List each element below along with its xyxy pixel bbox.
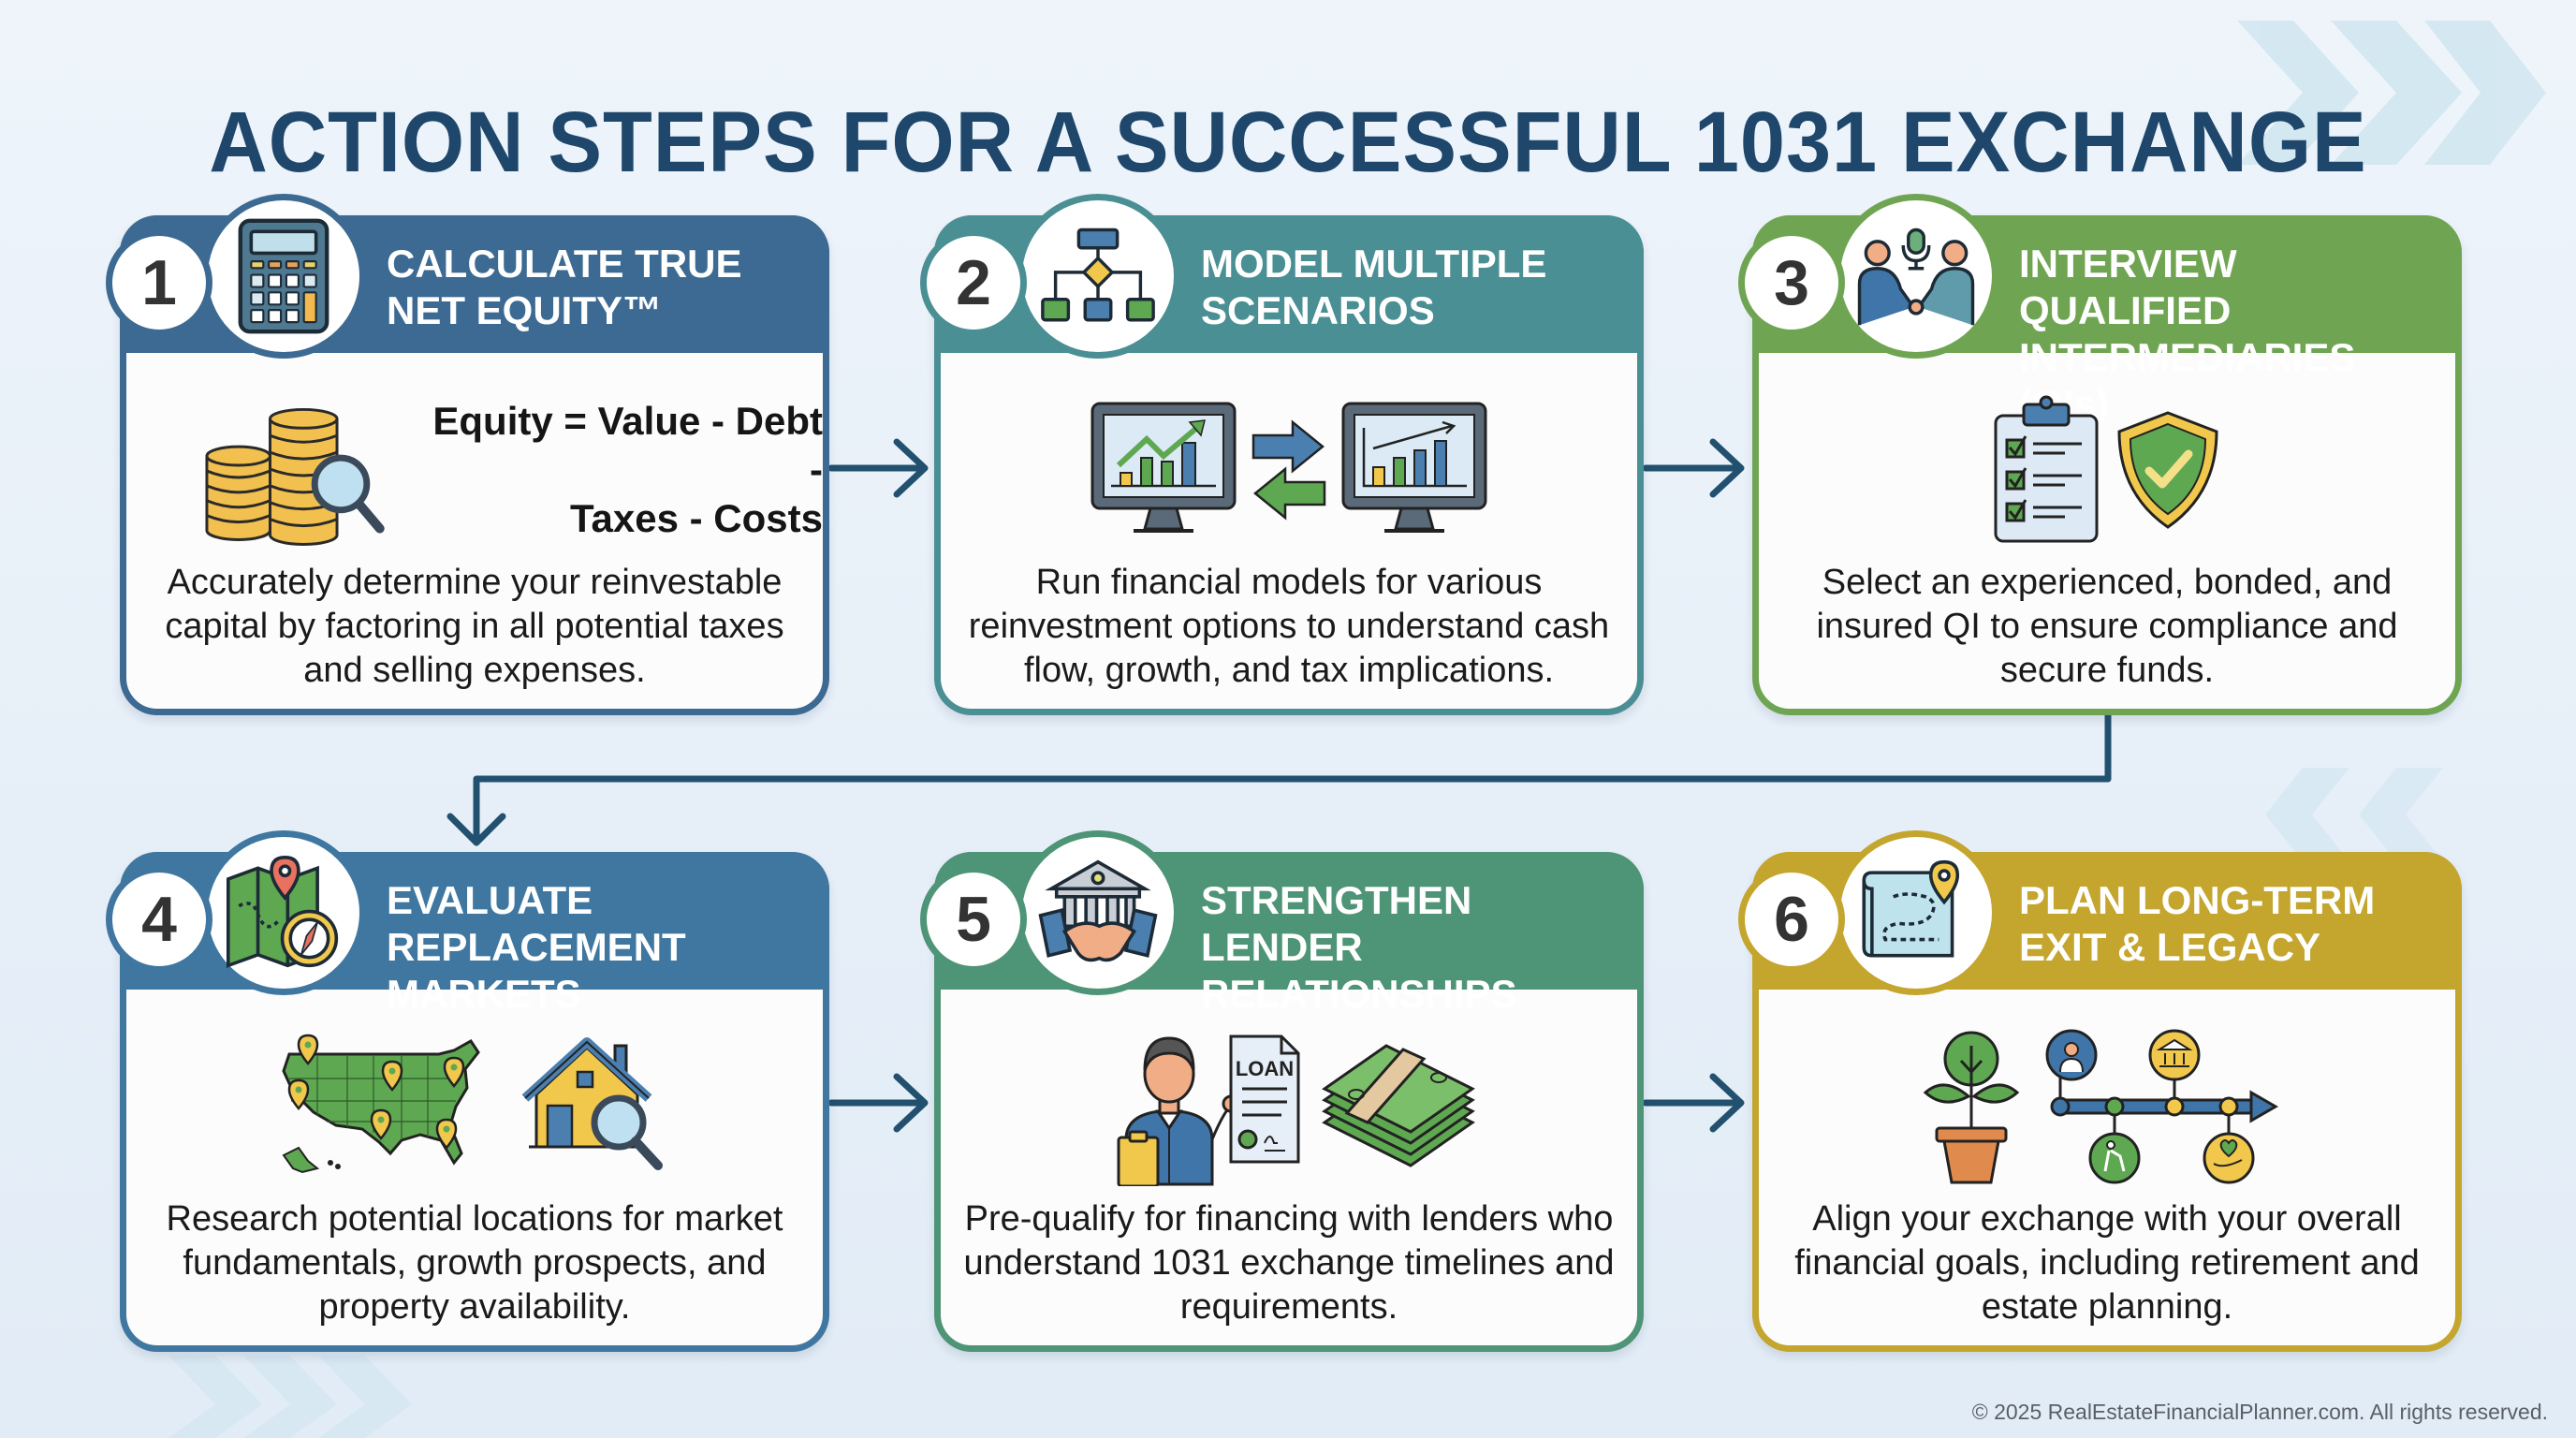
arrow-4-to-5 xyxy=(827,1073,929,1133)
step-card-4: 4 EVALUATE REPLACEMENT MARKETS xyxy=(106,830,829,1352)
step-description: Align your exchange with your overall fi… xyxy=(1794,1199,2420,1327)
loan-label: LOAN xyxy=(1236,1057,1294,1080)
calculator-icon xyxy=(201,194,366,359)
shield-check-icon xyxy=(2117,411,2218,529)
coin-stacks-magnifier-icon xyxy=(205,407,385,546)
copyright-footer: © 2025 RealEstateFinancialPlanner.com. A… xyxy=(1971,1400,2548,1424)
plant-pot-icon xyxy=(1923,1031,2020,1184)
monitor-chart-icon xyxy=(1341,402,1487,533)
monitor-chart-icon xyxy=(1090,402,1237,533)
step-number: 4 xyxy=(106,866,212,973)
step-title: MODEL MULTIPLE SCENARIOS xyxy=(1201,241,1628,334)
step-title-line-1: CALCULATE TRUE xyxy=(387,242,742,286)
step-title: INTERVIEW QUALIFIED INTERMEDIARIES (QIs) xyxy=(2019,241,2446,428)
step-title-line-1: EVALUATE xyxy=(387,878,593,922)
arrow-5-to-6 xyxy=(1642,1073,1745,1133)
step-title: CALCULATE TRUE NET EQUITY™ xyxy=(387,241,813,334)
step-title-line-2: NET EQUITY™ xyxy=(387,288,663,332)
swap-arrows-icon xyxy=(1251,419,1326,521)
step-illustration xyxy=(941,376,1637,564)
checklist-clipboard-icon xyxy=(1994,395,2099,543)
step-description: Research potential locations for market … xyxy=(166,1199,783,1327)
step-number: 2 xyxy=(920,229,1027,336)
route-map-icon xyxy=(1834,830,1998,995)
step-card-5: 5 STRENGTHEN LENDER RELATIONSHIPS xyxy=(920,830,1644,1352)
step-description: Select an experienced, bonded, and insur… xyxy=(1816,563,2398,690)
us-map-pins-icon xyxy=(282,1034,480,1174)
step-title-line-2: SCENARIOS xyxy=(1201,288,1435,332)
step-title-line-1: MODEL MULTIPLE xyxy=(1201,242,1547,286)
step-title-line-2: EXIT & LEGACY xyxy=(2019,925,2321,969)
step-title: PLAN LONG-TERM EXIT & LEGACY xyxy=(2019,877,2446,971)
step-card-2: 2 MODEL MULTIPLE SCENARIOS xyxy=(920,194,1644,715)
cash-stack-icon xyxy=(1322,1044,1475,1167)
lender-with-loan-document-icon: LOAN xyxy=(1117,1034,1300,1186)
step-illustration xyxy=(1759,1013,2455,1200)
step-illustration xyxy=(1759,376,2455,564)
house-magnifier-icon xyxy=(521,1037,663,1170)
step-number: 3 xyxy=(1738,229,1845,336)
step-number: 5 xyxy=(920,866,1027,973)
flowchart-icon xyxy=(1016,194,1180,359)
arrow-3-to-4 xyxy=(446,712,2112,846)
step-card-6: 6 PLAN LONG-TERM EXIT & LEGACY xyxy=(1738,830,2462,1352)
step-title-line-1: INTERVIEW QUALIFIED xyxy=(2019,242,2237,332)
page-title: ACTION STEPS FOR A SUCCESSFUL 1031 EXCHA… xyxy=(209,94,2367,190)
step-illustration: Equity = Value - Debt - Taxes - Costs xyxy=(126,376,823,564)
step-title-line-1: PLAN LONG-TERM xyxy=(2019,878,2376,922)
bank-handshake-icon xyxy=(1016,830,1180,995)
handshake-interview-icon xyxy=(1834,194,1998,359)
equity-formula: Equity = Value - Debt - Taxes - Costs xyxy=(412,397,823,543)
step-description: Pre-qualify for financing with lenders w… xyxy=(963,1199,1615,1327)
step-title-line-2: REPLACEMENT MARKETS xyxy=(387,925,686,1016)
step-description: Accurately determine your reinvestable c… xyxy=(165,563,784,690)
step-description: Run financial models for various reinves… xyxy=(968,563,1610,690)
step-title-line-1: STRENGTHEN LENDER xyxy=(1201,878,1472,969)
timeline-milestones-icon xyxy=(2045,1029,2279,1184)
step-number: 1 xyxy=(106,229,212,336)
map-compass-icon xyxy=(201,830,366,995)
step-card-1: 1 CALCULATE TR xyxy=(106,194,829,715)
step-title: STRENGTHEN LENDER RELATIONSHIPS xyxy=(1201,877,1628,1018)
formula-line-1: Equity = Value - Debt - xyxy=(432,399,823,492)
arrow-2-to-3 xyxy=(1642,438,1745,498)
step-number: 6 xyxy=(1738,866,1845,973)
step-card-3: 3 INTERVIEW QUALIFIED INTERMEDIARIES (QI… xyxy=(1738,194,2462,715)
formula-line-2: Taxes - Costs xyxy=(570,496,823,540)
step-title-line-2: RELATIONSHIPS xyxy=(1201,972,1517,1016)
arrow-1-to-2 xyxy=(827,438,929,498)
step-illustration xyxy=(126,1013,823,1200)
step-illustration: LOAN xyxy=(941,1013,1637,1200)
step-title: EVALUATE REPLACEMENT MARKETS xyxy=(387,877,813,1018)
